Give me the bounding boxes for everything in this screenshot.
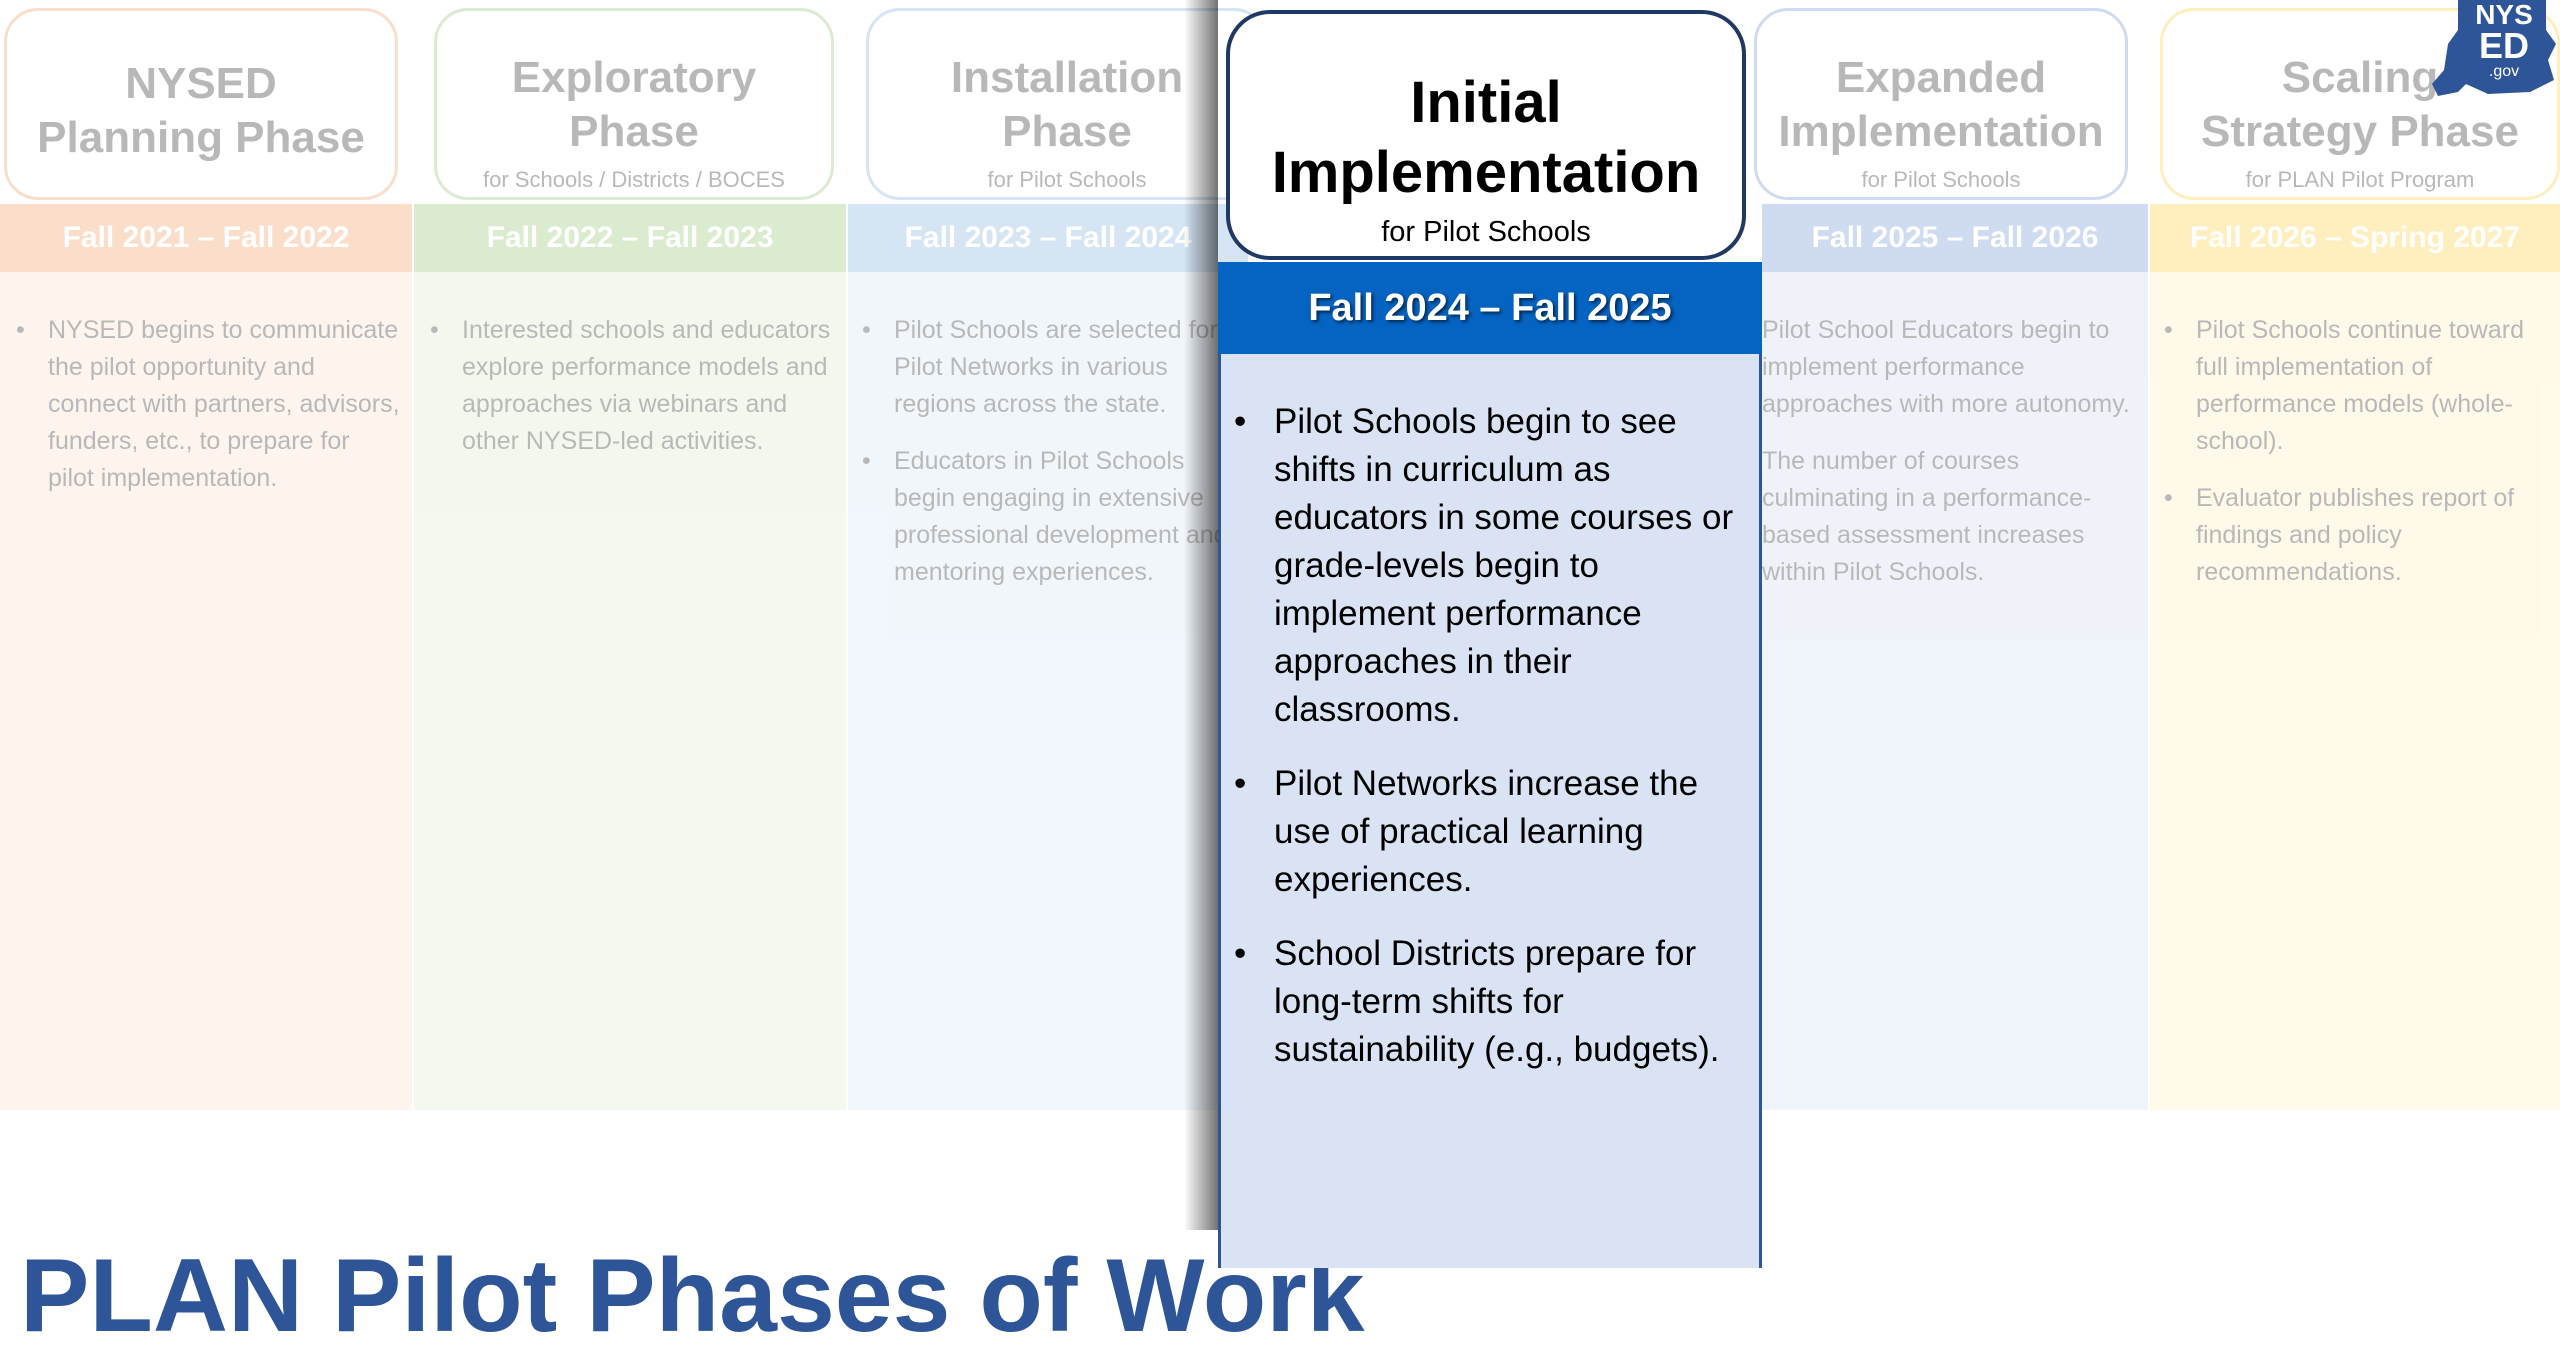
phase-header-initial: Initial Implementation for Pilot Schools [1226,10,1746,260]
bullet-item: Evaluator publishes report of findings a… [2164,480,2550,591]
phase-dates: Fall 2023 – Fall 2024 [848,204,1248,272]
phase-subtitle: for Pilot Schools [1861,167,2021,192]
phase-column-expanded: Expanded Implementation for Pilot School… [1754,0,2148,1110]
nysed-logo-icon: NYS ED .gov [2432,0,2556,96]
bullet-item: NYSED begins to communicate the pilot op… [16,312,402,497]
phase-subtitle: for Pilot Schools [1381,216,1591,248]
phase-title: Exploratory Phase [511,53,757,156]
phase-dates: Fall 2026 – Spring 2027 [2150,204,2560,272]
bullet-item: Pilot Schools are selected form Pilot Ne… [862,312,1248,423]
phase-dates: Fall 2025 – Fall 2026 [1762,204,2148,272]
phase-subtitle: for Schools / Districts / BOCES [483,167,785,192]
logo-text-nys: NYS [2475,0,2533,30]
phase-subtitle: for Pilot Schools [987,167,1147,192]
phase-title: Expanded Implementation [1778,53,2104,156]
bullet-item: The number of courses culminating in a p… [1762,447,2092,586]
bullet-item: Pilot Schools begin to see shifts in cur… [1234,398,1754,734]
logo-text-gov: .gov [2489,63,2519,80]
phase-header-expanded: Expanded Implementation for Pilot School… [1754,8,2128,200]
slide-footer-title: PLAN Pilot Phases of Work [20,1238,1365,1354]
bullet-item: Interested schools and educators explore… [430,312,836,460]
phase-column-planning: NYSED Planning Phase Fall 2021 – Fall 20… [0,0,412,1110]
phase-header-planning: NYSED Planning Phase [4,8,398,200]
phase-dates: Fall 2022 – Fall 2023 [414,204,846,272]
phase-bullets: Pilot Schools are selected form Pilot Ne… [848,272,1248,611]
phase-title: Scaling Strategy Phase [2201,53,2519,156]
phase-bullets: Pilot Schools begin to see shifts in cur… [1218,398,1762,1100]
phase-dates: Fall 2021 – Fall 2022 [0,204,412,272]
column-shadow [1184,0,1218,1230]
phase-bullets: Pilot Schools continue toward full imple… [2150,272,2560,611]
bullet-item: Pilot Schools continue toward full imple… [2164,312,2550,460]
phase-title: Initial Implementation [1271,70,1701,205]
bullet-item: Pilot Networks increase the use of pract… [1234,760,1754,904]
bullet-item: Educators in Pilot Schools begin engagin… [862,443,1248,591]
phase-subtitle: for PLAN Pilot Program [2245,167,2475,192]
phase-bullets: NYSED begins to communicate the pilot op… [0,272,412,517]
phase-column-exploratory: Exploratory Phase for Schools / District… [414,0,846,1110]
phase-header-exploratory: Exploratory Phase for Schools / District… [434,8,834,200]
logo-text-ed: ED [2479,25,2529,66]
phase-title: Installation Phase [950,53,1184,156]
phase-column-initial-implementation: Initial Implementation for Pilot Schools… [1184,0,1762,1268]
phase-dates: Fall 2024 – Fall 2025 [1218,262,1762,354]
phase-bullets: Pilot School Educators begin to implemen… [1762,272,2148,611]
phase-bullets: Interested schools and educators explore… [414,272,846,480]
bullet-item: Pilot School Educators begin to implemen… [1762,316,2130,418]
bullet-item: School Districts prepare for long-term s… [1234,930,1754,1074]
phase-title: NYSED Planning Phase [37,59,365,162]
phase-column-scaling: Scaling Strategy Phase for PLAN Pilot Pr… [2150,0,2560,1110]
